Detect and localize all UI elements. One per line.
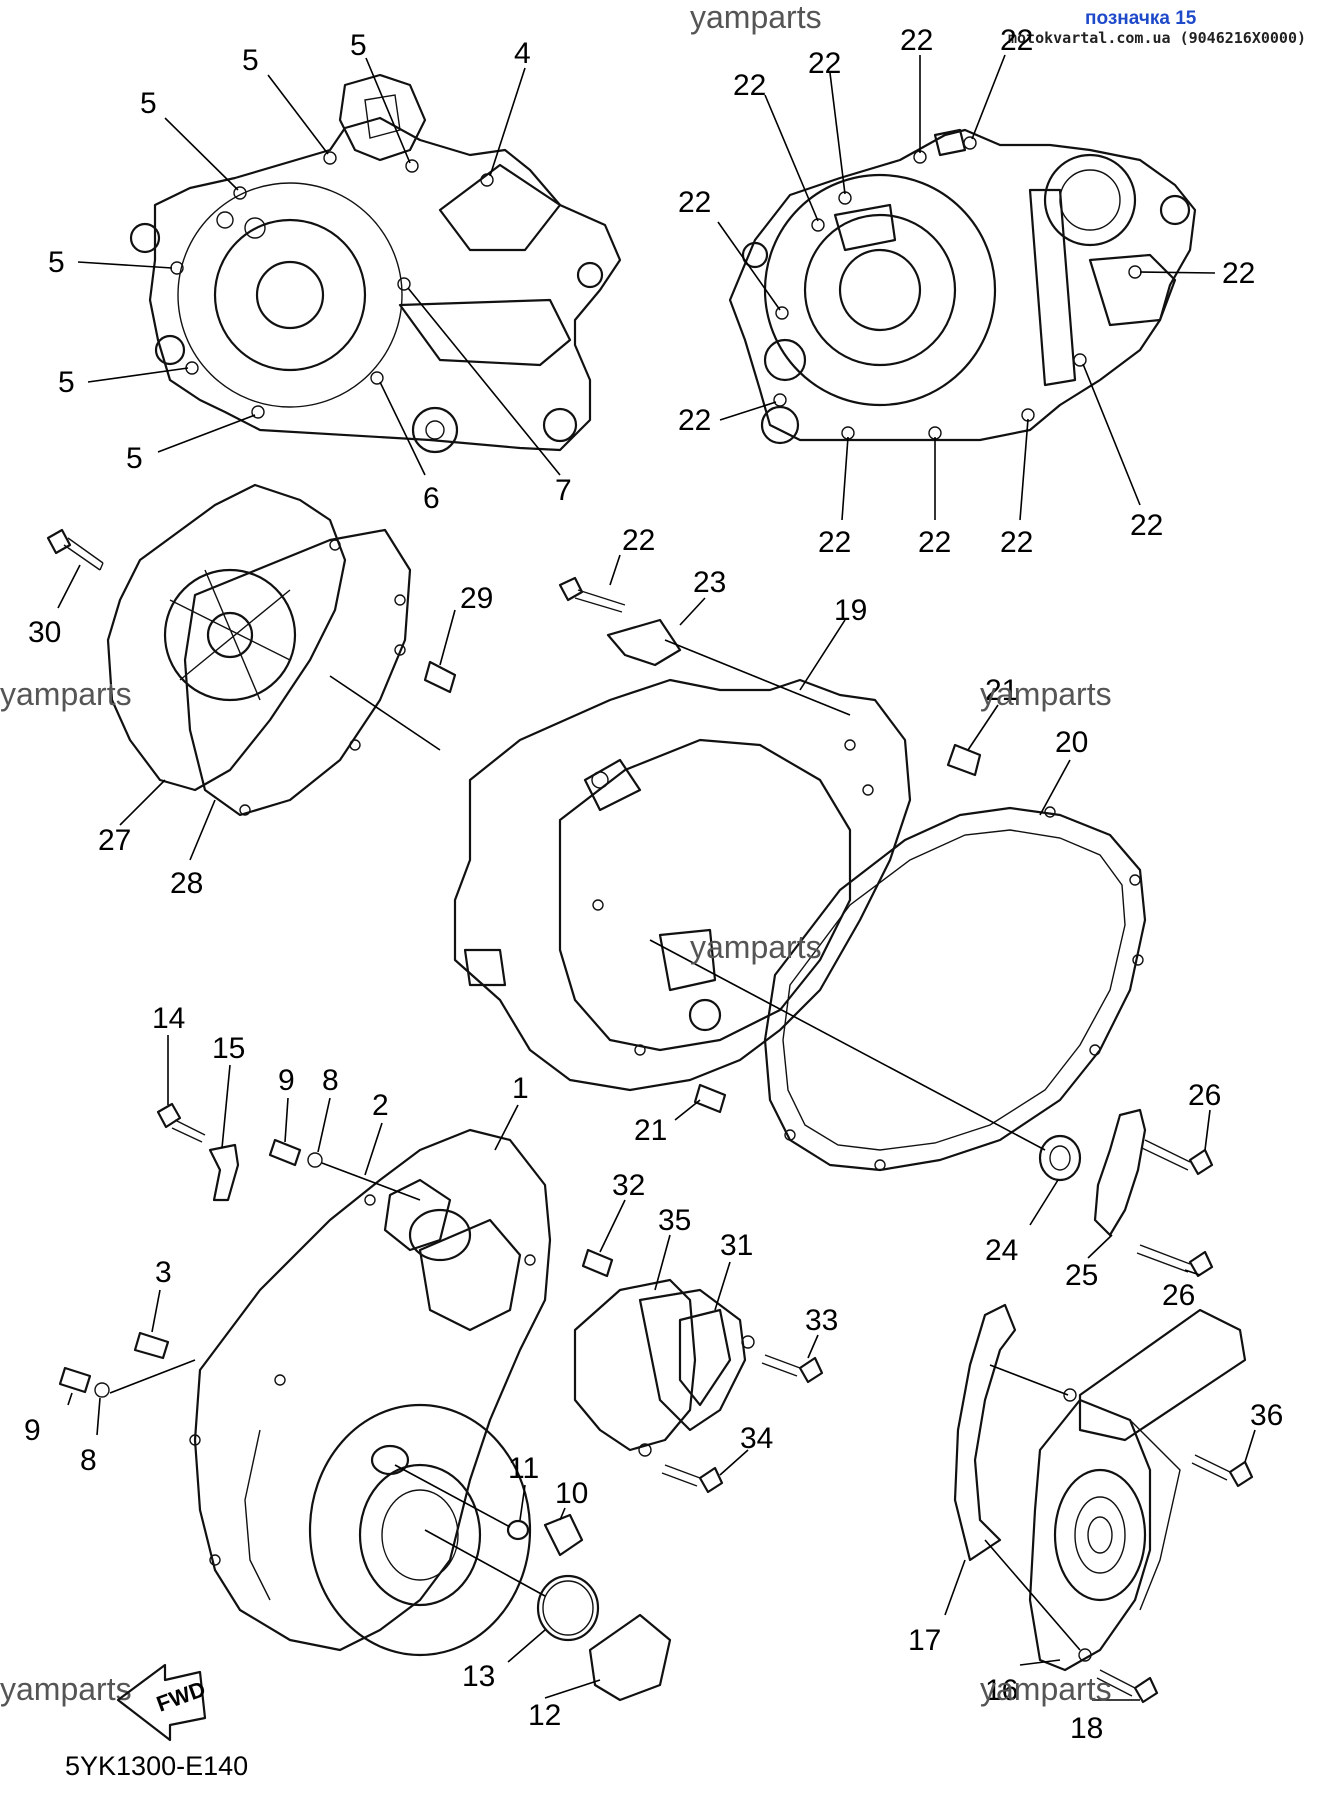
- cover-leaders: [67, 1035, 601, 1699]
- callout-32: 32: [612, 1169, 645, 1202]
- callout-5b: 5: [242, 44, 259, 77]
- cover-callouts: 14 15 9 8 2 1 3 9 8 11 10 13 12: [24, 1002, 588, 1732]
- callout-5e: 5: [58, 366, 75, 399]
- right-crankcase-view: [728, 128, 1197, 445]
- watermark-top: yamparts: [690, 0, 822, 35]
- right-view-leaders: [717, 54, 1216, 521]
- callout-26b: 26: [1162, 1279, 1195, 1312]
- callout-21b: 21: [634, 1114, 667, 1147]
- watermark-center: yamparts: [690, 929, 822, 965]
- callout-1: 1: [512, 1072, 529, 1105]
- header-subtitle: motokvartal.com.ua (9046216X0000): [1008, 29, 1306, 47]
- callout-29: 29: [460, 582, 493, 615]
- callout-15: 15: [212, 1032, 245, 1065]
- callout-13: 13: [462, 1660, 495, 1693]
- watermark-right: yamparts: [980, 676, 1112, 712]
- callout-4: 4: [514, 37, 531, 70]
- callout-5d: 5: [48, 246, 65, 279]
- sprocket-leaders: [944, 1429, 1256, 1701]
- callout-27: 27: [98, 824, 131, 857]
- inner-cover-assembly: [46, 483, 457, 817]
- callout-31: 31: [720, 1229, 753, 1262]
- callout-5c: 5: [350, 29, 367, 62]
- callout-22i: 22: [918, 526, 951, 559]
- callout-10: 10: [555, 1477, 588, 1510]
- callout-7: 7: [555, 474, 572, 507]
- callout-5f: 5: [126, 442, 143, 475]
- callout-22b: 22: [808, 47, 841, 80]
- watermark-bottom-left: yamparts: [0, 1671, 132, 1707]
- callout-22e: 22: [678, 186, 711, 219]
- callout-35: 35: [658, 1204, 691, 1237]
- callout-22c: 22: [900, 24, 933, 57]
- crankcase-callouts: 22 23 19 21 21: [622, 524, 1018, 1147]
- right-view-callouts: 22 22 22 22 22 22 22 22 22 22 22: [678, 24, 1255, 559]
- callout-22a: 22: [733, 69, 766, 102]
- inner-cover-callouts: 30 29 27 28: [28, 582, 493, 900]
- callout-23: 23: [693, 566, 726, 599]
- callout-22d: 22: [1000, 24, 1033, 57]
- diagram-code: 5YK1300-E140: [65, 1751, 248, 1781]
- callout-22h: 22: [818, 526, 851, 559]
- fwd-arrow: FWD: [116, 1663, 209, 1742]
- gasket-20: [649, 806, 1214, 1278]
- crankcase-center: [453, 576, 982, 1114]
- header-title[interactable]: позначка 15: [1085, 8, 1197, 29]
- callout-14: 14: [152, 1002, 185, 1035]
- callout-2: 2: [372, 1089, 389, 1122]
- left-view-leaders: [77, 57, 561, 476]
- callout-18: 18: [1070, 1712, 1103, 1745]
- water-pump-cover: [573, 1278, 824, 1494]
- callout-30: 30: [28, 616, 61, 649]
- callout-8a: 8: [322, 1064, 339, 1097]
- left-view-callouts: 5 5 5 4 5 5 5 6 7: [48, 29, 572, 515]
- callout-3: 3: [155, 1256, 172, 1289]
- callout-28: 28: [170, 867, 203, 900]
- gasket-leaders: [1029, 759, 1211, 1276]
- fwd-label: FWD: [153, 1676, 209, 1717]
- crankcase-leaders: [609, 554, 999, 1121]
- callout-22l: 22: [622, 524, 655, 557]
- callout-8b: 8: [80, 1444, 97, 1477]
- sprocket-callouts: 36 17 16 18: [908, 1399, 1283, 1745]
- callout-22k: 22: [1130, 509, 1163, 542]
- callout-34: 34: [740, 1422, 773, 1455]
- callout-6: 6: [423, 482, 440, 515]
- callout-26a: 26: [1188, 1079, 1221, 1112]
- inner-cover-leaders: [57, 564, 456, 861]
- watermark-left: yamparts: [0, 676, 132, 712]
- crankcase-cover-1: [58, 1102, 672, 1702]
- callout-9b: 9: [24, 1414, 41, 1447]
- callout-24: 24: [985, 1234, 1018, 1267]
- callout-9a: 9: [278, 1064, 295, 1097]
- callout-12: 12: [528, 1699, 561, 1732]
- water-pump-leaders: [599, 1199, 819, 1476]
- callout-5a: 5: [140, 87, 157, 120]
- callout-16: 16: [985, 1674, 1018, 1707]
- gasket-callouts: 20 26 24 25 26: [985, 726, 1221, 1312]
- left-crankcase-view: [129, 73, 622, 454]
- callout-19: 19: [834, 594, 867, 627]
- callout-33: 33: [805, 1304, 838, 1337]
- callout-22f: 22: [1222, 257, 1255, 290]
- callout-20: 20: [1055, 726, 1088, 759]
- callout-25: 25: [1065, 1259, 1098, 1292]
- water-pump-callouts: 32 35 31 33 34: [612, 1169, 838, 1455]
- callout-21a: 21: [985, 674, 1018, 707]
- sprocket-cover: [953, 1303, 1254, 1704]
- callout-36: 36: [1250, 1399, 1283, 1432]
- callout-17: 17: [908, 1624, 941, 1657]
- callout-22j: 22: [1000, 526, 1033, 559]
- watermark-bottom-right: yamparts: [980, 1671, 1112, 1707]
- callout-22g: 22: [678, 404, 711, 437]
- callout-11: 11: [508, 1452, 539, 1485]
